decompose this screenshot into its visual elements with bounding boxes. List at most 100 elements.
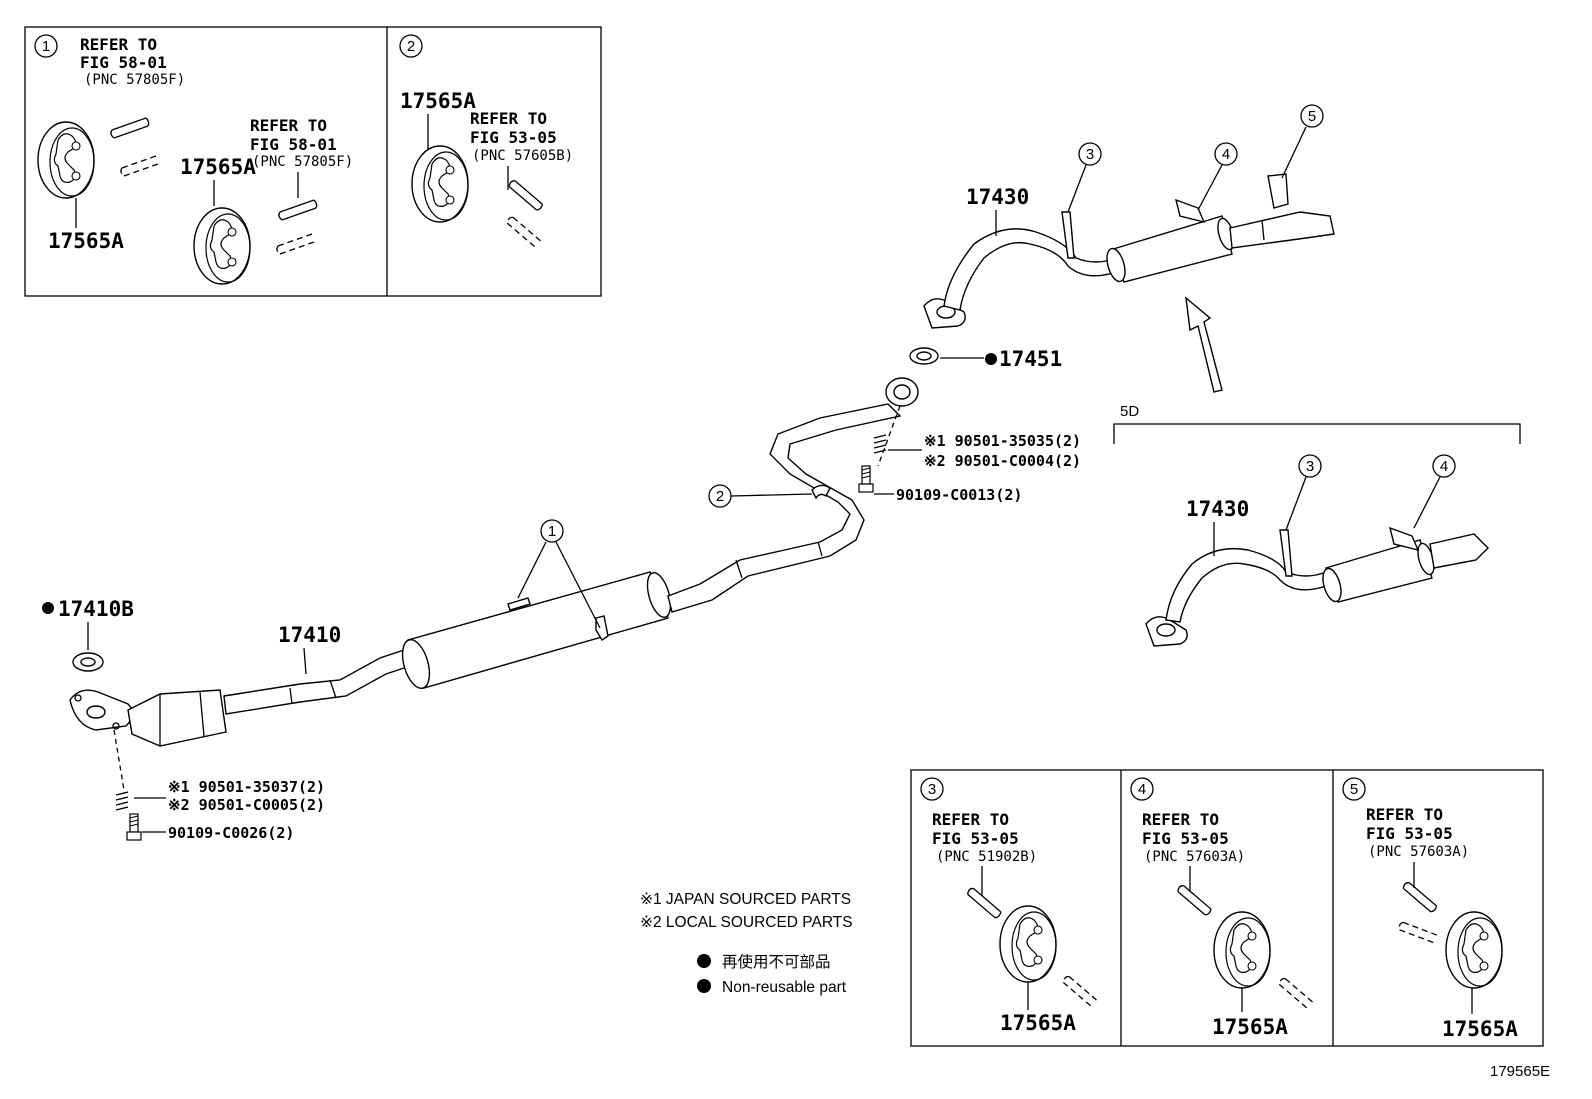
- callout-4: 4: [1197, 142, 1238, 211]
- svg-text:1: 1: [548, 523, 556, 540]
- hanger-rubber-icon: [411, 145, 469, 223]
- inset-5-fig: FIG 53-05: [1366, 824, 1453, 843]
- inset-1-number: 1: [42, 38, 50, 55]
- svg-text:2: 2: [716, 488, 724, 505]
- hanger-rubber-icon: [1445, 911, 1503, 989]
- pin-icon: [110, 117, 150, 139]
- front-fasteners: ※1 90501-35037(2) ※2 90501-C0005(2) 9010…: [113, 729, 325, 842]
- legend-japan-sourced: ※1 JAPAN SOURCED PARTS: [640, 891, 851, 908]
- part-17565a-label: 17565A: [48, 229, 124, 253]
- svg-text:5: 5: [1308, 108, 1316, 125]
- mid-fasteners: ※1 90501-35035(2) ※2 90501-C0004(2) 9010…: [858, 405, 1081, 504]
- pin-dashed-icon: [504, 209, 543, 254]
- variant-5d: 5D: [1113, 403, 1521, 647]
- bolt-label-mid-spring-1: ※1 90501-35035(2): [924, 432, 1081, 450]
- legend-nonreusable-jp: 再使用不可部品: [722, 953, 831, 971]
- pin-icon: [1401, 874, 1439, 920]
- part-17565a-label: 17565A: [180, 155, 256, 179]
- svg-text:3: 3: [1306, 458, 1314, 475]
- part-17565a-label: 17565A: [1000, 1011, 1076, 1035]
- filled-dot-icon: [697, 954, 711, 968]
- inset-2-number: 2: [407, 38, 415, 55]
- inset-1-pnc-a: (PNC 57805F): [84, 72, 185, 88]
- inset-3-fig: FIG 53-05: [932, 829, 1019, 848]
- part-17430-label: 17430: [1186, 497, 1249, 521]
- inset-2-pnc: (PNC 57605B): [472, 148, 573, 164]
- hanger-rubber-icon: [193, 207, 251, 285]
- inset-1: 1 REFER TO FIG 58-01 (PNC 57805F) 17565A…: [34, 34, 353, 285]
- part-17410-label: 17410: [278, 623, 341, 647]
- bolt-label-mid-spring-2: ※2 90501-C0004(2): [924, 452, 1081, 470]
- inset-4-fig: FIG 53-05: [1142, 829, 1229, 848]
- bolt-icon: [126, 813, 142, 841]
- inset-4-refer: REFER TO: [1142, 810, 1219, 829]
- bolt-label-mid-bolt: 90109-C0013(2): [896, 486, 1022, 504]
- callout-2: 2: [708, 484, 813, 508]
- inset-4-pnc: (PNC 57603A): [1144, 849, 1245, 865]
- part-17451-label: 17451: [999, 347, 1062, 371]
- inset-1-fig-a: FIG 58-01: [80, 53, 167, 72]
- gasket-17451: 17451: [909, 347, 1062, 371]
- bolt-icon: [858, 465, 874, 493]
- callout-4-variant: 4: [1413, 454, 1456, 529]
- hanger-rubber-icon: [37, 121, 95, 199]
- callout-1: 1: [517, 519, 601, 629]
- inset-4: 4 REFER TO FIG 53-05 (PNC 57603A) 17565A: [1130, 777, 1315, 1039]
- inset-5-number: 5: [1350, 781, 1358, 798]
- legend-nonreusable-en: Non-reusable part: [722, 979, 847, 996]
- inset-3-pnc: (PNC 51902B): [936, 849, 1037, 865]
- pin-icon: [1175, 878, 1214, 923]
- svg-text:4: 4: [1440, 458, 1448, 475]
- inset-box-top: [24, 26, 602, 297]
- pin-dashed-icon: [1061, 968, 1099, 1013]
- inset-4-number: 4: [1138, 781, 1146, 798]
- part-17565a-label: 17565A: [1442, 1017, 1518, 1041]
- legend-local-sourced: ※2 LOCAL SOURCED PARTS: [640, 914, 853, 931]
- pin-dashed-icon: [120, 155, 159, 177]
- inset-3-number: 3: [928, 781, 936, 798]
- inset-5-refer: REFER TO: [1366, 805, 1443, 824]
- svg-text:4: 4: [1222, 146, 1230, 163]
- pin-dashed-icon: [1277, 970, 1315, 1015]
- filled-dot-icon: [985, 353, 997, 365]
- tail-pipe-upper: [923, 173, 1335, 329]
- part-17565a-label: 17565A: [400, 89, 476, 113]
- part-17565a-label: 17565A: [1212, 1015, 1288, 1039]
- bolt-label-front-spring-2: ※2 90501-C0005(2): [168, 796, 325, 814]
- pin-icon: [965, 880, 1003, 925]
- callout-3: 3: [1067, 142, 1102, 213]
- direction-arrow-icon: [1185, 296, 1223, 393]
- part-17410b-label: 17410B: [58, 597, 134, 621]
- inset-1-refer-b: REFER TO: [250, 116, 327, 135]
- pin-dashed-icon: [276, 233, 315, 255]
- inset-3-refer: REFER TO: [932, 810, 1009, 829]
- filled-dot-icon: [697, 979, 711, 993]
- figure-id: 179565E: [1490, 1063, 1550, 1080]
- hanger-rubber-icon: [1213, 911, 1271, 989]
- hanger-rubber-icon: [999, 905, 1057, 983]
- variant-label: 5D: [1120, 403, 1139, 420]
- filled-dot-icon: [42, 602, 54, 614]
- gasket-17410b: 17410B: [42, 597, 134, 672]
- pin-dashed-icon: [1396, 911, 1440, 953]
- inset-5-pnc: (PNC 57603A): [1368, 844, 1469, 860]
- front-exhaust-pipe: [69, 377, 919, 747]
- inset-2: 2 17565A REFER TO FIG 53-05 (PNC 57605B): [399, 34, 573, 254]
- inset-box-bottom: [910, 769, 1544, 1047]
- inset-1-fig-b: FIG 58-01: [250, 135, 337, 154]
- part-17430-label: 17430: [966, 185, 1029, 209]
- inset-2-fig: FIG 53-05: [470, 128, 557, 147]
- inset-1-refer-a: REFER TO: [80, 35, 157, 54]
- pin-icon: [278, 199, 318, 221]
- legend: ※1 JAPAN SOURCED PARTS ※2 LOCAL SOURCED …: [640, 891, 853, 996]
- svg-text:3: 3: [1086, 146, 1094, 163]
- callout-5: 5: [1281, 104, 1324, 179]
- bolt-label-front-spring-1: ※1 90501-35037(2): [168, 778, 325, 796]
- pin-icon: [506, 173, 545, 218]
- inset-1-pnc-b: (PNC 57805F): [252, 154, 353, 170]
- bolt-label-front-bolt: 90109-C0026(2): [168, 824, 294, 842]
- inset-2-refer: REFER TO: [470, 109, 547, 128]
- callout-3-variant: 3: [1285, 454, 1322, 531]
- inset-5: 5 REFER TO FIG 53-05 (PNC 57603A) 17565A: [1342, 777, 1518, 1041]
